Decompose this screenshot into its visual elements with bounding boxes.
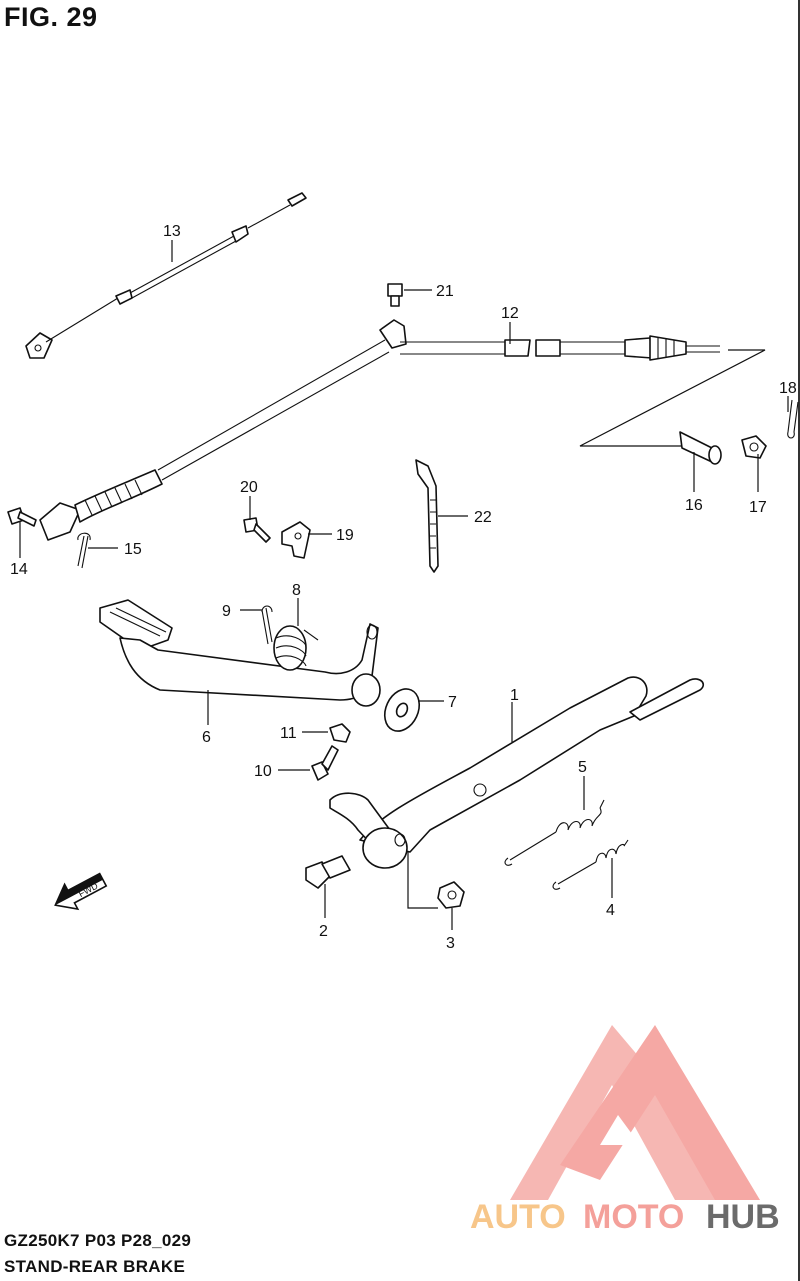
part-22-cable-tie xyxy=(415,459,439,573)
part-label-10: 10 xyxy=(254,763,272,780)
part-21-bolt xyxy=(387,283,403,307)
part-12-brake-cable xyxy=(39,319,766,541)
part-19-bracket xyxy=(281,521,311,559)
part-17-nut xyxy=(741,435,767,459)
part-label-11: 11 xyxy=(280,725,297,742)
figure-title: FIG. 29 xyxy=(4,2,98,32)
part-label-22: 22 xyxy=(474,509,492,526)
part-7-washer xyxy=(383,688,421,732)
part-label-17: 17 xyxy=(749,499,767,516)
fwd-arrow-icon: FWD xyxy=(54,872,108,911)
part-16-pin xyxy=(679,431,722,465)
part-label-14: 14 xyxy=(10,561,28,578)
part-14-bolt xyxy=(7,507,37,527)
figure-name: STAND-REAR BRAKE xyxy=(4,1257,186,1276)
watermark-logo xyxy=(510,1025,760,1200)
part-label-1: 1 xyxy=(510,687,519,704)
part-label-21: 21 xyxy=(436,283,454,300)
part-20-bolt xyxy=(243,517,271,543)
part-6-brake-pedal xyxy=(99,599,381,707)
part-label-6: 6 xyxy=(202,729,211,746)
part-label-5: 5 xyxy=(578,759,587,776)
part-label-7: 7 xyxy=(448,694,457,711)
leader-lines xyxy=(19,240,789,930)
watermark-moto: MOTO xyxy=(583,1198,684,1236)
part-2-pivot-bolt xyxy=(305,855,351,889)
part-10-bolt xyxy=(311,745,339,781)
part-13-brake-rod xyxy=(25,192,307,359)
part-number-labels: 1 2 3 4 5 6 7 8 9 10 11 12 13 14 15 16 1… xyxy=(10,223,797,952)
part-label-18: 18 xyxy=(779,380,797,397)
part-18-cotter-pin xyxy=(787,399,799,439)
part-8-spring xyxy=(273,625,319,671)
part-11-nut xyxy=(329,723,351,743)
part-label-20: 20 xyxy=(240,479,258,496)
part-label-4: 4 xyxy=(606,902,615,919)
part-5-spring xyxy=(504,799,605,866)
part-label-13: 13 xyxy=(163,223,181,240)
part-15-cotter-pin xyxy=(77,532,91,569)
part-label-2: 2 xyxy=(319,923,328,940)
part-label-9: 9 xyxy=(222,603,231,620)
watermark-hub: HUB xyxy=(706,1198,780,1236)
figure-code: GZ250K7 P03 P28_029 xyxy=(4,1231,192,1250)
part-1-side-stand xyxy=(329,676,705,909)
part-9-cotter-pin xyxy=(261,605,273,645)
part-label-12: 12 xyxy=(501,305,519,322)
part-label-3: 3 xyxy=(446,935,455,952)
part-label-16: 16 xyxy=(685,497,703,514)
part-label-15: 15 xyxy=(124,541,142,558)
part-4-spring xyxy=(552,839,629,890)
part-label-19: 19 xyxy=(336,527,354,544)
frame-border xyxy=(798,0,800,1281)
part-label-8: 8 xyxy=(292,582,301,599)
watermark-auto: AUTO xyxy=(470,1198,566,1236)
part-3-nut xyxy=(437,881,465,909)
